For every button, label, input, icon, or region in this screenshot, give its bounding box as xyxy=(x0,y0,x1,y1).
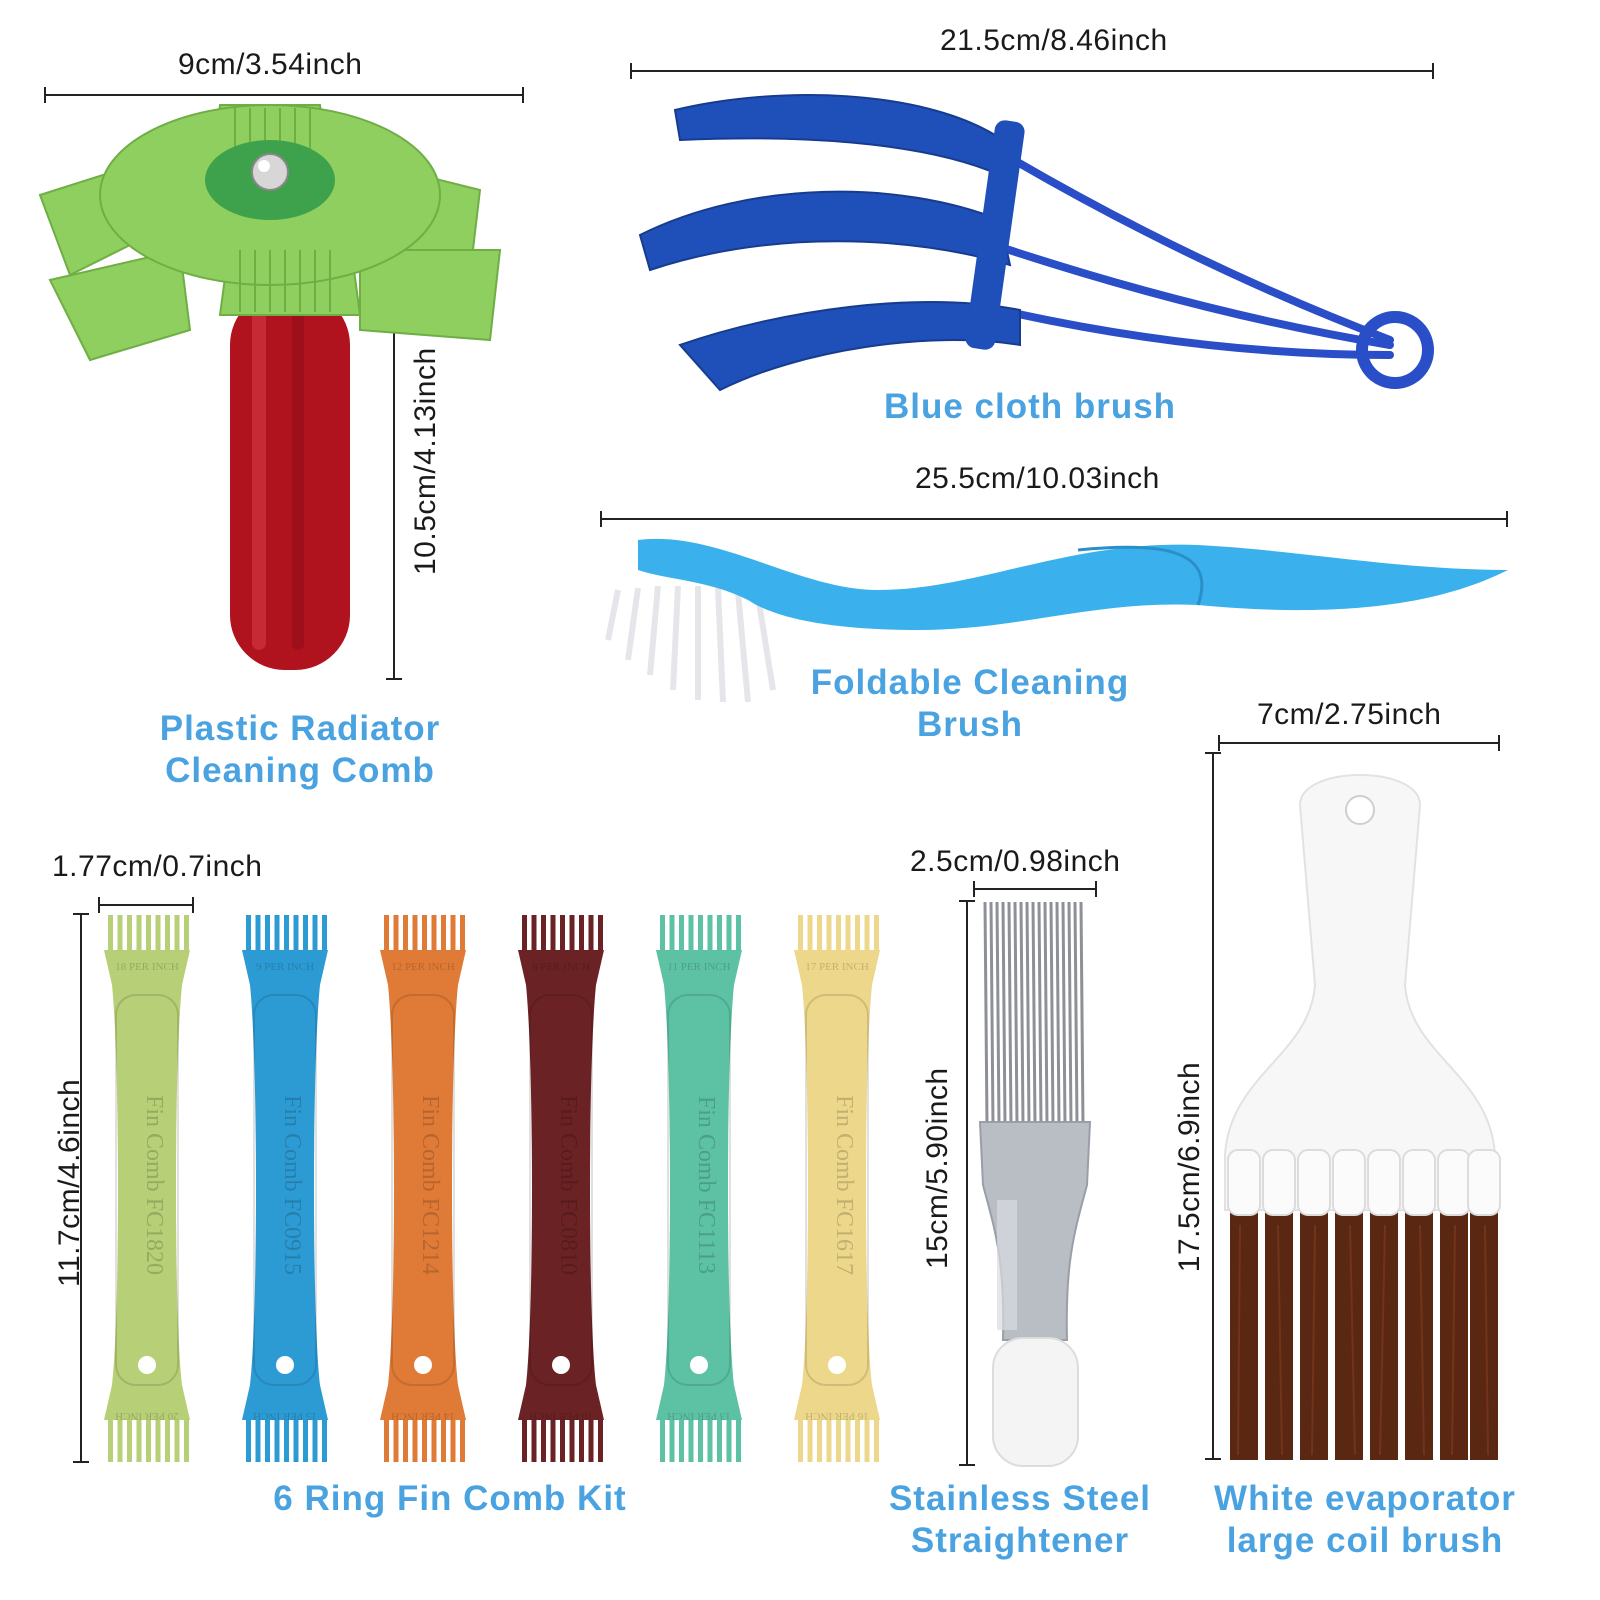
straightener-handle xyxy=(992,1337,1079,1467)
straightener-height-dim: 15cm/5.90inch xyxy=(921,1067,954,1269)
fin-comb-hole xyxy=(138,1356,156,1374)
straightener-label-line2: Straightener xyxy=(910,1521,1130,1560)
coil-brush-label-line2: large coil brush xyxy=(1226,1521,1504,1560)
fin-comb-group: 18 PER INCH Fin Comb FC1820 20 PER INCH 9 P… xyxy=(104,915,880,1462)
coil-brush-bristles xyxy=(1230,1210,1498,1460)
fin-comb-hole xyxy=(552,1356,570,1374)
straightener-image xyxy=(978,901,1092,1467)
fin-comb-body xyxy=(656,950,742,1420)
cloth-brush-ring xyxy=(1356,311,1434,389)
fin-comb-body xyxy=(794,950,880,1420)
radiator-comb-label: Plastic Radiator Cleaning Comb xyxy=(140,708,460,792)
fin-comb-hole xyxy=(414,1356,432,1374)
fin-comb-top-label: 17 PER INCH xyxy=(805,961,869,973)
foldable-brush-width-line xyxy=(600,511,1508,527)
coil-brush-label: White evaporator large coil brush xyxy=(1200,1478,1530,1562)
fin-comb-model: Fin Comb FC1113 xyxy=(693,1096,719,1274)
cloth-brush-width-dim: 21.5cm/8.46inch xyxy=(940,24,1168,57)
fin-comb-width-line xyxy=(98,897,194,913)
straightener-width-line xyxy=(973,881,1097,897)
fin-comb: 11 PER INCH Fin Comb FC1113 13 PER INCH xyxy=(656,915,742,1462)
fin-comb-label: 6 Ring Fin Comb Kit xyxy=(273,1479,627,1518)
fin-comb-hole xyxy=(276,1356,294,1374)
foldable-brush-bristles xyxy=(605,585,776,703)
fin-comb-body xyxy=(518,950,604,1420)
fin-comb-bottom-label: 10 PER INCH xyxy=(529,1410,593,1422)
foldable-brush-image xyxy=(605,538,1508,703)
radiator-comb-width-dim: 9cm/3.54inch xyxy=(178,48,363,81)
fin-comb-top-label: 11 PER INCH xyxy=(667,961,730,973)
fin-comb-bottom-label: 14 PER INCH xyxy=(391,1410,455,1422)
fin-comb-top-label: 18 PER INCH xyxy=(115,961,179,973)
foldable-brush-label-line2: Brush xyxy=(916,705,1024,744)
coil-brush-handle xyxy=(1224,774,1496,1211)
fin-comb-body xyxy=(242,950,328,1420)
fin-comb-hole xyxy=(828,1356,846,1374)
cloth-brush-strips xyxy=(638,94,1021,392)
coil-brush-height-dim: 17.5cm/6.9inch xyxy=(1173,1061,1206,1273)
fin-comb-model: Fin Comb FC1214 xyxy=(417,1095,443,1275)
coil-brush-height-line xyxy=(1205,752,1221,1460)
fin-comb-model: Fin Comb FC1617 xyxy=(831,1095,857,1275)
fin-comb: 12 PER INCH Fin Comb FC1214 14 PER INCH xyxy=(380,915,466,1462)
fin-comb: 8 PER INCH Fin Comb FC0810 10 PER INCH xyxy=(518,915,604,1462)
fin-comb-bottom-label: 20 PER INCH xyxy=(115,1410,179,1422)
coil-brush-width-line xyxy=(1218,735,1500,751)
fin-comb-top-label: 12 PER INCH xyxy=(391,961,455,973)
fin-comb-bottom-label: 15 PER INCH xyxy=(253,1410,317,1422)
straightener-height-line xyxy=(959,900,975,1466)
straightener-teeth xyxy=(983,901,1085,1126)
cloth-brush-width-line xyxy=(630,63,1434,79)
fin-comb: 18 PER INCH Fin Comb FC1820 20 PER INCH xyxy=(104,915,190,1462)
radiator-comb-label-line1: Plastic Radiator xyxy=(159,709,441,748)
straightener-label: Stainless Steel Straightener xyxy=(870,1478,1170,1562)
fin-comb: 9 PER INCH Fin Comb FC0915 15 PER INCH xyxy=(242,915,328,1462)
fin-comb-top-label: 9 PER INCH xyxy=(256,961,314,973)
foldable-brush-label-line1: Foldable Cleaning xyxy=(810,663,1130,702)
fin-comb-top-label: 8 PER INCH xyxy=(532,961,590,973)
fin-comb-width-dim: 1.77cm/0.7inch xyxy=(52,850,263,883)
fin-comb: 17 PER INCH Fin Comb FC1617 16 PER INCH xyxy=(794,915,880,1462)
foldable-brush-body xyxy=(638,538,1508,630)
cloth-brush-image xyxy=(638,94,1434,392)
fin-comb-model: Fin Comb FC0810 xyxy=(555,1095,581,1275)
fin-comb-bottom-label: 13 PER INCH xyxy=(667,1410,731,1422)
radiator-comb-image xyxy=(38,104,502,670)
cloth-brush-label: Blue cloth brush xyxy=(883,387,1177,426)
fin-comb-body xyxy=(380,950,466,1420)
foldable-brush-width-dim: 25.5cm/10.03inch xyxy=(915,462,1160,495)
coil-brush-width-dim: 7cm/2.75inch xyxy=(1257,698,1442,731)
radiator-comb-label-line2: Cleaning Comb xyxy=(165,751,435,790)
radiator-comb-width-line xyxy=(44,87,524,103)
coil-brush-image xyxy=(1224,774,1501,1460)
foldable-brush-label: Foldable Cleaning Brush xyxy=(790,662,1150,746)
fin-comb-bottom-label: 16 PER INCH xyxy=(805,1410,869,1422)
fin-comb-hole xyxy=(690,1356,708,1374)
fin-comb-model: Fin Comb FC1820 xyxy=(141,1095,167,1275)
straightener-label-line1: Stainless Steel xyxy=(888,1479,1152,1518)
fin-comb-body xyxy=(104,950,190,1420)
coil-brush-hang-hole xyxy=(1345,795,1375,825)
straightener-width-dim: 2.5cm/0.98inch xyxy=(910,845,1121,878)
coil-brush-label-line1: White evaporator xyxy=(1214,1479,1516,1518)
fin-comb-height-line xyxy=(73,913,89,1463)
straightener-ferrule xyxy=(978,1121,1092,1341)
fin-comb-model: Fin Comb FC0915 xyxy=(279,1095,305,1275)
